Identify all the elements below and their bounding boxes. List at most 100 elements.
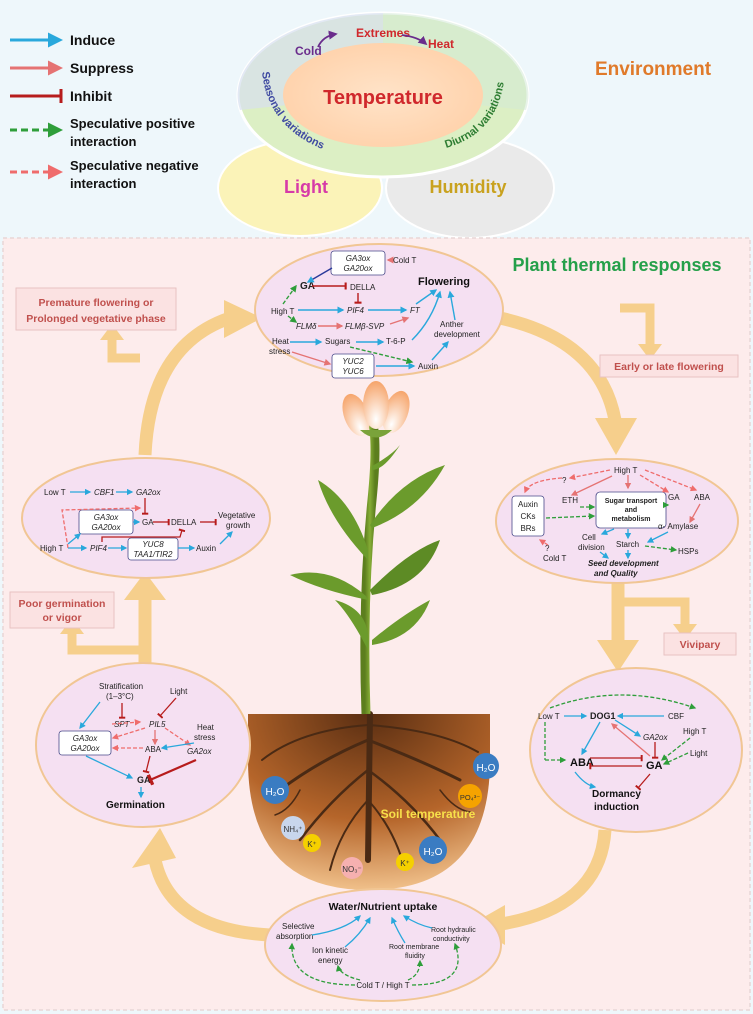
legend-spec-neg-label-2: interaction bbox=[70, 176, 137, 191]
germ-ga-genes-box bbox=[58, 730, 112, 756]
germination-module: Stratification (1–3°C) Light SPT PIL5 He… bbox=[35, 662, 251, 828]
ga3ox-label: GA3ox bbox=[346, 254, 371, 263]
po4-label: PO₄³⁻ bbox=[460, 793, 480, 802]
branch-head-vivipary bbox=[673, 624, 697, 640]
vegetative-module: Low T CBF1 GA2ox GA3ox GA20ox GA DELLA V… bbox=[21, 457, 271, 579]
heat-label: Heat bbox=[428, 37, 454, 51]
uptake-edges bbox=[288, 915, 460, 986]
vegetative-edges bbox=[61, 488, 233, 552]
uptake-ellipse bbox=[264, 888, 502, 1002]
nh4-bubble bbox=[281, 816, 305, 840]
germination-edges bbox=[79, 697, 197, 799]
h2o-label-3: H₂O bbox=[477, 763, 496, 774]
germ-heat-1: Heat bbox=[197, 723, 215, 732]
branch-poor bbox=[67, 632, 140, 655]
germ-ga: GA bbox=[137, 775, 151, 785]
veg-ga20ox: GA20ox bbox=[92, 523, 122, 532]
strat-line-1: Stratification bbox=[99, 682, 143, 691]
premature-line-1: Premature flowering or bbox=[39, 297, 154, 309]
nh4-label: NH₄⁺ bbox=[283, 825, 302, 834]
cycle-head-flowering bbox=[224, 300, 262, 338]
seed-hsps: HSPs bbox=[678, 547, 698, 556]
leaf bbox=[290, 572, 368, 600]
sugar-line-1: Sugar transport bbox=[605, 498, 658, 505]
ion-line-1: Ion kinetic bbox=[312, 946, 348, 955]
k-bubble bbox=[303, 834, 321, 852]
legend-suppress-label: Suppress bbox=[70, 60, 134, 76]
light-label: Light bbox=[284, 177, 328, 197]
veg-low-t: Low T bbox=[44, 488, 66, 497]
h2o-label-2: H₂O bbox=[424, 847, 443, 858]
cold-label: Cold bbox=[295, 44, 322, 58]
cycle-flowering-to-seed bbox=[498, 311, 622, 422]
uptake-module: Water/Nutrient uptake Selective absorpti… bbox=[264, 888, 502, 1002]
h2o-bubble bbox=[261, 776, 289, 804]
ft-label: FT bbox=[410, 306, 421, 315]
environment-venn: Temperature Extremes Cold Heat Seasonal … bbox=[217, 11, 555, 239]
hydraulic-line-2: conductivity bbox=[433, 936, 470, 943]
dormancy-ellipse bbox=[529, 667, 743, 833]
dorm-ga: GA bbox=[646, 760, 663, 772]
leaf bbox=[335, 600, 369, 650]
selective-line-2: absorption bbox=[276, 932, 313, 941]
veg-ga: GA bbox=[142, 518, 154, 527]
veg-ga3ox: GA3ox bbox=[94, 513, 119, 522]
cycle-head-seed bbox=[595, 418, 637, 455]
cycle-arrows bbox=[67, 303, 690, 942]
veg-ga2ox: GA2ox bbox=[136, 488, 161, 497]
legend-spec-pos-label-1: Speculative positive bbox=[70, 116, 195, 131]
heat-line-1: Heat bbox=[272, 337, 290, 346]
dorm-high-t: High T bbox=[683, 727, 707, 736]
veg-pif4: PIF4 bbox=[90, 544, 107, 553]
panel-title: Plant thermal responses bbox=[512, 255, 721, 275]
germ-ga3ox: GA3ox bbox=[73, 734, 98, 743]
t6p-label: T-6-P bbox=[386, 337, 406, 346]
cycle-head-vegetative bbox=[124, 572, 166, 600]
leaf bbox=[370, 540, 440, 595]
soil-ions: H₂O NH₄⁺ K⁺ NO₃⁻ K⁺ H₂O PO₄³⁻ H₂O bbox=[261, 753, 499, 879]
flowering-edges bbox=[282, 256, 456, 370]
soil-temperature-label: Soil temperature bbox=[381, 807, 476, 821]
dorm-dog1: DOG1 bbox=[590, 711, 616, 721]
flm-svp-label: FLMβ-SVP bbox=[345, 322, 385, 331]
ga-label: GA bbox=[300, 281, 315, 292]
germ-aba: ABA bbox=[145, 745, 162, 754]
no3-label: NO₃⁻ bbox=[342, 865, 361, 874]
veg-growth-line-2: growth bbox=[226, 521, 250, 530]
seed-amylase: α- Amylase bbox=[658, 522, 699, 531]
cycle-uptake-to-germination bbox=[148, 858, 271, 942]
leaf bbox=[372, 445, 400, 470]
temperature-label: Temperature bbox=[323, 87, 443, 109]
pif4-label: PIF4 bbox=[347, 306, 364, 315]
vivipary-box bbox=[663, 632, 737, 656]
cell-line-2: division bbox=[578, 543, 605, 552]
germ-light: Light bbox=[170, 687, 188, 696]
poor-line-2: or vigor bbox=[42, 612, 81, 624]
seed-ga: GA bbox=[668, 493, 680, 502]
membrane-line-1: Root membrane bbox=[389, 944, 439, 951]
branch-head-early bbox=[638, 344, 662, 360]
cold-t-label: Cold T bbox=[393, 256, 417, 265]
veg-high-t: High T bbox=[40, 544, 64, 553]
plant-illustration: H₂O NH₄⁺ K⁺ NO₃⁻ K⁺ H₂O PO₄³⁻ H₂O Soil t… bbox=[248, 381, 499, 890]
humidity-label: Humidity bbox=[429, 177, 506, 197]
veg-taa1: TAA1/TIR2 bbox=[134, 550, 174, 559]
cold-arrow bbox=[317, 30, 338, 48]
no3-bubble bbox=[341, 857, 363, 879]
dorm-line-2: induction bbox=[594, 802, 639, 813]
legend-inhibit-label: Inhibit bbox=[70, 88, 112, 104]
hormone-box bbox=[511, 495, 545, 537]
seed-cold-t: Cold T bbox=[543, 554, 567, 563]
legend-spec-neg-label-1: Speculative negative bbox=[70, 158, 199, 173]
leaf bbox=[372, 600, 430, 645]
membrane-line-2: fluidity bbox=[405, 953, 425, 960]
seed-starch: Starch bbox=[616, 540, 639, 549]
roots bbox=[261, 711, 479, 871]
dorm-low-t: Low T bbox=[538, 712, 560, 721]
vivipary-label: Vivipary bbox=[680, 639, 721, 651]
temperature-core bbox=[283, 43, 483, 147]
ga-genes-box bbox=[330, 250, 386, 276]
germination-ellipse bbox=[35, 662, 251, 828]
germ-ga20ox: GA20ox bbox=[71, 744, 101, 753]
